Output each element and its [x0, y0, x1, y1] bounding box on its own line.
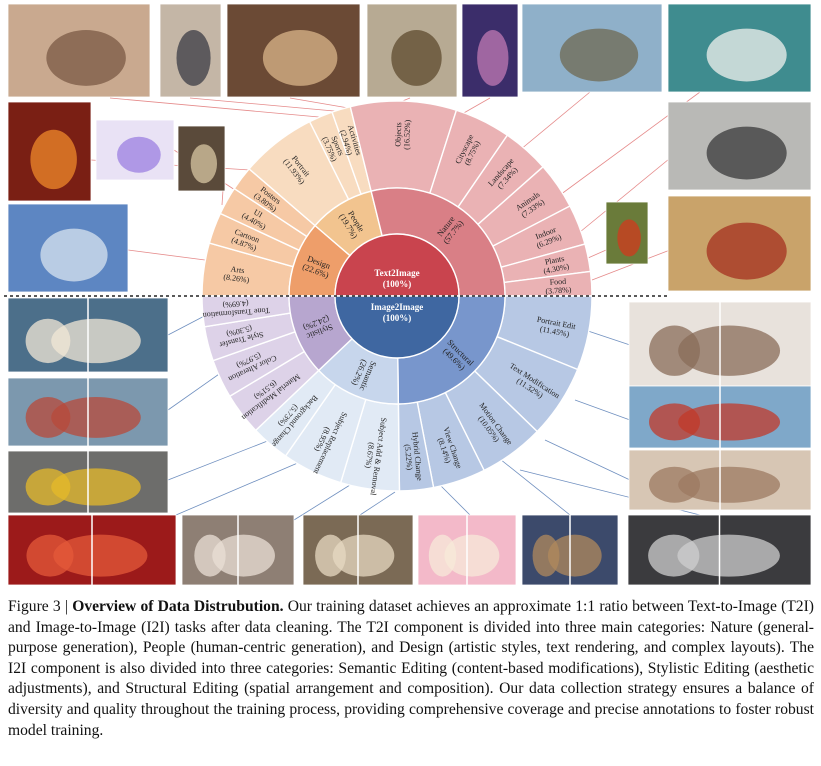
connector-line [359, 491, 396, 516]
photo-food [667, 195, 812, 292]
image-movie-poster [177, 125, 226, 192]
photo-city-night [461, 3, 519, 98]
photo-dinner [226, 3, 361, 98]
center-label-text2image: Text2Image(100%) [374, 268, 419, 289]
photo-duck [667, 3, 812, 93]
outer-label-objects: Objects(16.52%) [393, 119, 412, 150]
connector-line [579, 149, 681, 233]
photo-desk-pair [627, 514, 812, 586]
photo-car-clock [366, 3, 458, 98]
connector-line [167, 439, 271, 481]
photo-basketball [159, 3, 222, 98]
photo-mountain-river [521, 3, 663, 93]
connector-line [293, 484, 351, 521]
connector-line [189, 97, 346, 113]
photo-red-flower [605, 201, 649, 265]
connector-line [519, 91, 591, 151]
connector-line [544, 439, 631, 481]
figure-canvas: Arts(8.26%)Cartoon(4.87%)UI(4.40%)Poster… [4, 3, 812, 586]
photo-child [7, 3, 151, 98]
sunburst-chart: Arts(8.26%)Cartoon(4.87%)UI(4.40%)Poster… [201, 100, 593, 497]
connector-line [167, 371, 223, 411]
photo-apples-pair [7, 514, 177, 586]
connector-line [175, 461, 301, 516]
figure-label: Figure 3 | [8, 598, 73, 615]
photo-interior [667, 101, 812, 191]
connector-line [591, 249, 671, 281]
image-anime [7, 101, 92, 202]
photo-bag-pair [7, 450, 169, 514]
connector-line [439, 484, 471, 516]
center-image2image [334, 295, 460, 359]
outer-label-food: Food(3.78%) [545, 276, 572, 295]
photo-feet-pair [628, 449, 812, 511]
connector-line [494, 454, 571, 516]
example-images [7, 3, 812, 586]
connector-line [574, 399, 631, 421]
photo-vase-pair [302, 514, 414, 586]
image-impressionist [7, 203, 129, 293]
connector-line [584, 329, 631, 346]
image-ui-mockup [95, 119, 175, 181]
connector-line [127, 249, 206, 261]
connector-line [109, 97, 331, 119]
outer-label-hybrid-change: Hybrid Change(5.22%) [402, 431, 425, 482]
photo-lighthouse-pair [7, 377, 169, 447]
outer-label-arts: Arts(8.26%) [223, 264, 252, 285]
center-label-image2image: Image2Image(100%) [371, 302, 424, 323]
caption-title: Overview of Data Distrubution. [72, 598, 284, 615]
photo-sign-pair [628, 385, 812, 449]
photo-dog-pair [7, 297, 169, 373]
figure-caption: Figure 3 | Overview of Data Distrubution… [8, 597, 814, 741]
caption-body: Our training dataset achieves an approxi… [8, 598, 814, 739]
photo-hand-shoe-pair [181, 514, 295, 586]
center-text2image [334, 233, 460, 297]
photo-dancer-pair [628, 301, 812, 387]
photo-teddy-pair [521, 514, 619, 586]
data-distribution-figure: Arts(8.26%)Cartoon(4.87%)UI(4.40%)Poster… [4, 3, 812, 586]
photo-cupcake-pair [417, 514, 517, 586]
